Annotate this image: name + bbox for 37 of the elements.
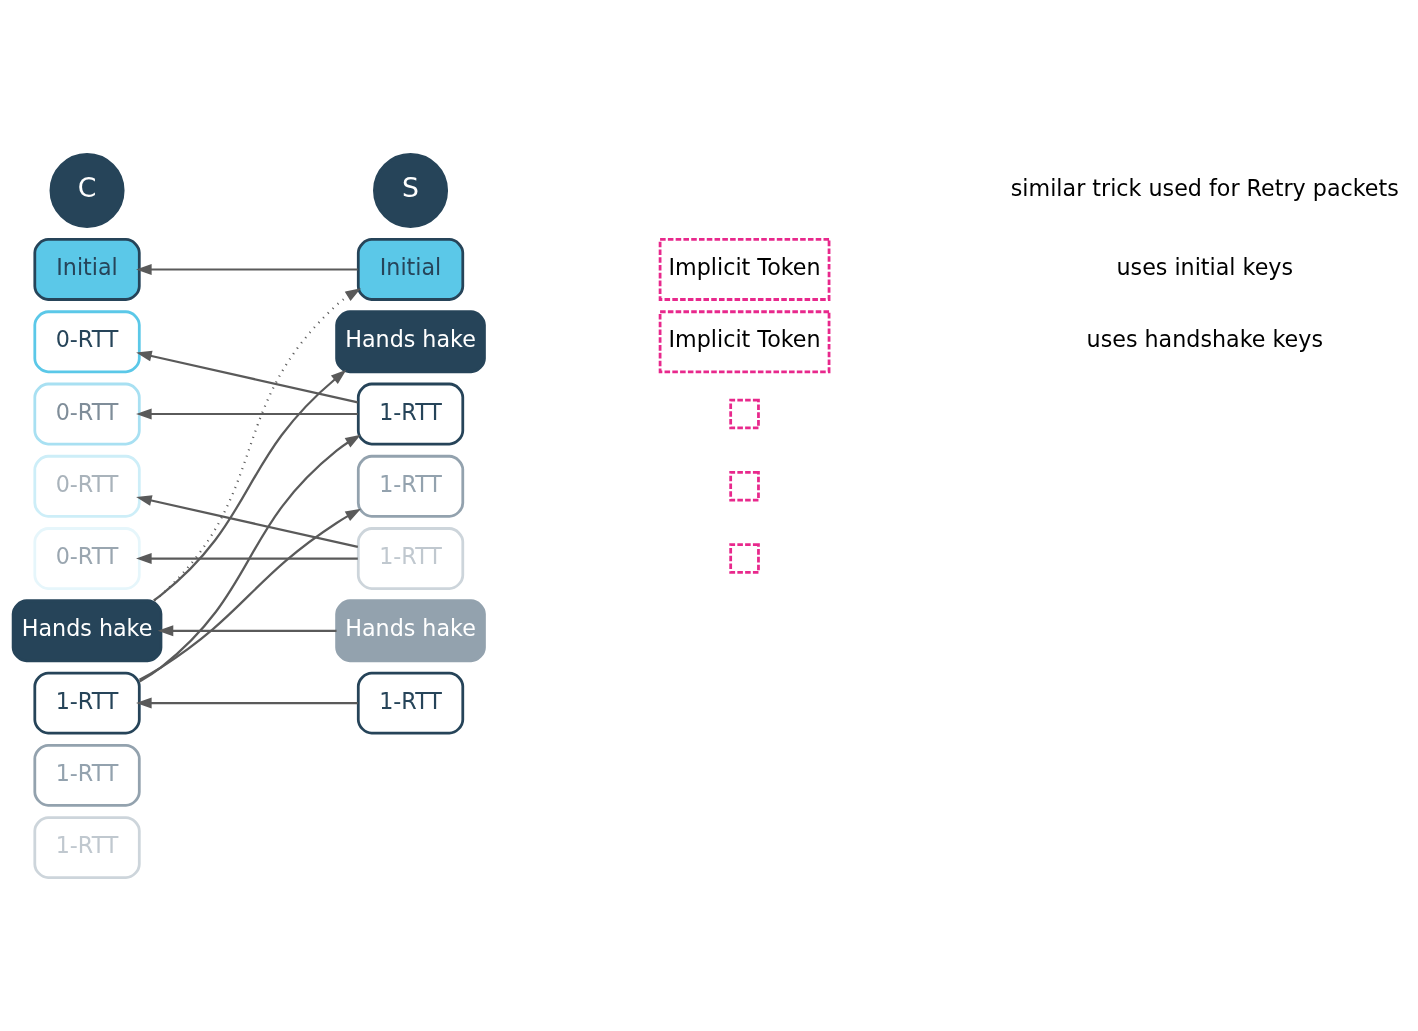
node-box: 0-RTT: [33, 382, 141, 445]
node-box: Initial: [356, 237, 465, 301]
arrow: [139, 434, 361, 682]
arrow: [153, 369, 347, 601]
node-box: Hands hake: [335, 598, 486, 662]
label: uses initial keys: [1116, 253, 1294, 280]
node-box: 1-RTT: [356, 671, 465, 734]
node-box: 1-RTT: [33, 815, 141, 879]
node-box: Hands hake: [11, 598, 163, 662]
arrow: [136, 697, 358, 708]
node-box: 1-RTT: [356, 382, 465, 445]
node-box: 1-RTT: [356, 526, 465, 590]
arrow: [157, 624, 337, 636]
node-box: Implicit Token: [658, 309, 831, 373]
node-box: 1-RTT: [356, 454, 465, 518]
node-box: [729, 542, 760, 574]
node-box: 0-RTT: [33, 454, 141, 518]
arrow: [136, 408, 358, 419]
arrow: [136, 552, 358, 564]
node-box: Hands hake: [335, 309, 486, 373]
arrow: [136, 263, 358, 275]
label: similar trick used for Retry packets: [1010, 174, 1399, 201]
arrow: [136, 350, 359, 403]
node-box: 1-RTT: [33, 743, 141, 807]
node-box: [729, 398, 760, 429]
node-box: 0-RTT: [33, 309, 141, 373]
node-box: [729, 470, 760, 502]
arrow: [136, 494, 359, 548]
node-box: Initial: [33, 237, 141, 301]
arrow: [153, 287, 361, 602]
node-circle: S: [373, 152, 449, 228]
node-circle: C: [49, 152, 125, 228]
node-box: Implicit Token: [658, 237, 831, 301]
arrow: [139, 508, 361, 681]
node-box: 1-RTT: [33, 671, 141, 734]
node-box: 0-RTT: [33, 526, 141, 590]
label: uses handshake keys: [1086, 325, 1323, 352]
